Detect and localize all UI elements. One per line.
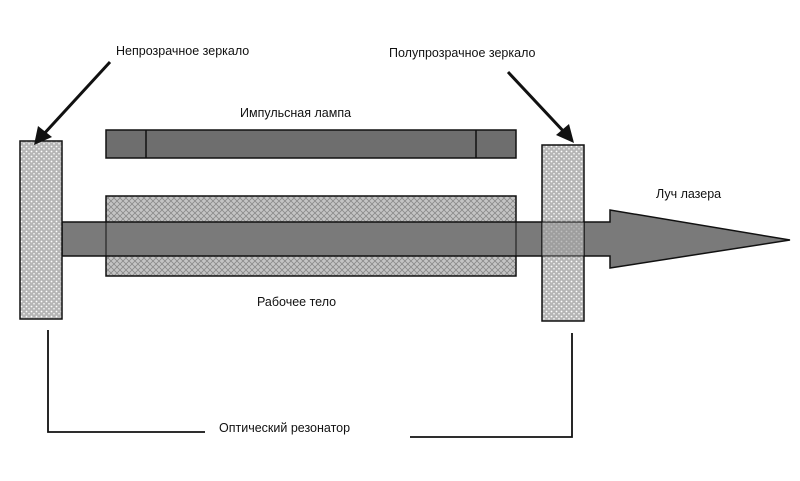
label-resonator: Оптический резонатор [219, 421, 351, 435]
laser-beam-arrow [61, 209, 791, 269]
semi-mirror-beam-overlay [542, 222, 584, 256]
pointer-opaque-mirror [34, 60, 112, 145]
label-pulse-lamp: Импульсная лампа [240, 106, 352, 120]
label-laser-beam: Луч лазера [656, 187, 722, 201]
opaque-mirror [19, 140, 63, 320]
pointer-semi-mirror [506, 70, 574, 143]
label-active-medium: Рабочее тело [257, 295, 337, 309]
label-opaque-mirror: Непрозрачное зеркало [116, 44, 250, 58]
label-semi-mirror: Полупрозрачное зеркало [389, 46, 536, 60]
pulse-lamp [105, 129, 517, 159]
resonator-bracket [47, 330, 573, 438]
pulse-lamp-body [105, 129, 517, 159]
